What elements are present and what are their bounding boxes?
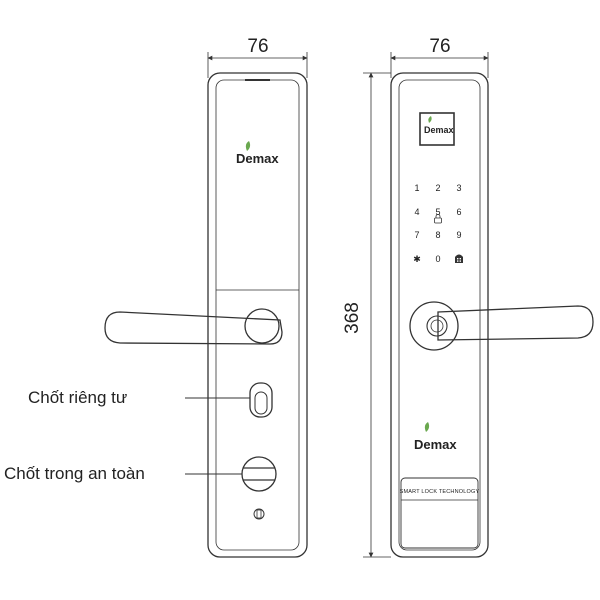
fingerprint-inner: [430, 319, 444, 333]
back-panel-view: [104, 52, 308, 558]
front-brand-name: Demax: [414, 437, 457, 452]
keypad-key[interactable]: 5: [435, 207, 440, 217]
keypad-key[interactable]: 7: [414, 230, 419, 240]
height-label: 368: [342, 302, 363, 334]
back-handle: [104, 311, 283, 345]
front-handle: [437, 305, 594, 341]
keypad-key[interactable]: 0: [435, 254, 440, 264]
lock-icon: [434, 214, 442, 224]
front-logo-box: [419, 112, 455, 146]
keypad-key[interactable]: 2: [435, 183, 440, 193]
front-panel-view: [363, 52, 594, 558]
safety-callout-label: Chốt trong an toàn: [4, 464, 145, 483]
keypad-key[interactable]: 8: [435, 230, 440, 240]
leaf-icon: [245, 141, 251, 151]
keypad: 1 2 3 4 5 6 7 8 9 ✱ 0: [413, 183, 463, 264]
front-width-label: 76: [429, 36, 450, 57]
keypad-key[interactable]: 9: [456, 230, 461, 240]
back-width-label: 76: [247, 36, 268, 57]
front-panel-inner: [398, 79, 481, 551]
back-logo: Demax: [236, 141, 279, 166]
back-cylinder-slot: [256, 509, 262, 519]
keypad-key[interactable]: ✱: [413, 254, 421, 264]
back-handle-hub: [244, 308, 280, 344]
front-tagline: SMART LOCK TECHNOLOGY: [400, 489, 480, 495]
back-cylinder: [253, 508, 265, 520]
privacy-callout-label: Chốt riêng tư: [28, 388, 127, 407]
keypad-key[interactable]: 3: [456, 183, 461, 193]
doorbell-icon[interactable]: [455, 254, 463, 264]
back-brand-name: Demax: [236, 151, 279, 166]
front-panel-outer: [390, 72, 489, 558]
privacy-latch: [249, 382, 273, 418]
back-panel-outer: [207, 72, 308, 558]
fingerprint-icon: [426, 315, 448, 337]
leaf-icon: [428, 116, 432, 123]
front-small-brand-name: Demax: [424, 125, 454, 135]
keypad-key[interactable]: 6: [456, 207, 461, 217]
privacy-latch-knob: [254, 391, 268, 415]
keypad-key[interactable]: 1: [414, 183, 419, 193]
front-handle-hub: [409, 301, 459, 351]
keypad-key[interactable]: 4: [414, 207, 419, 217]
safety-latch: [241, 456, 277, 492]
front-small-logo: Demax: [424, 116, 454, 135]
front-bottom-panel: [400, 477, 479, 549]
front-logo: Demax: [414, 422, 457, 452]
leaf-icon: [424, 422, 430, 432]
